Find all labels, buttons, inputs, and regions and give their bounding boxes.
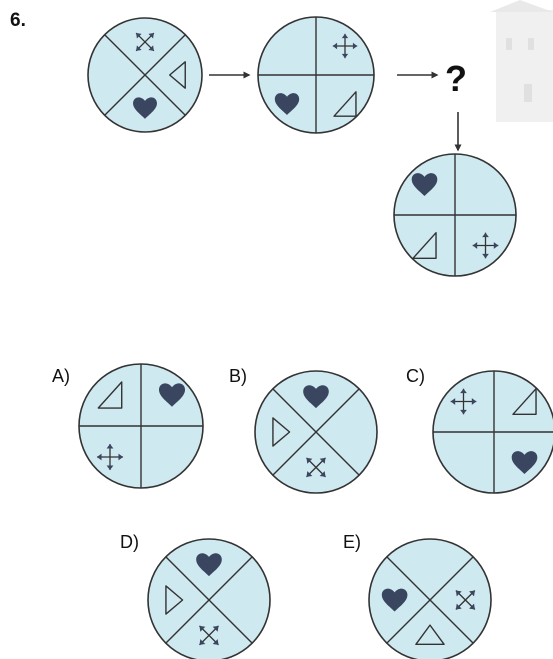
sequence-circle-2 bbox=[258, 17, 374, 133]
option-d-label: D) bbox=[120, 532, 139, 552]
option-a-label: A) bbox=[52, 366, 70, 386]
option-c-circle[interactable] bbox=[433, 371, 553, 493]
option-b-label: B) bbox=[229, 366, 247, 386]
background-building-watermark bbox=[490, 0, 553, 122]
question-number: 6. bbox=[10, 10, 26, 31]
option-c-label: C) bbox=[406, 366, 425, 386]
sequence-circle-3 bbox=[394, 154, 516, 276]
option-b-circle[interactable] bbox=[255, 371, 377, 493]
sequence-circle-1 bbox=[88, 18, 202, 132]
option-e-circle[interactable] bbox=[369, 539, 491, 659]
option-a-circle[interactable] bbox=[79, 364, 203, 488]
question-mark: ? bbox=[445, 58, 467, 99]
option-d-circle[interactable] bbox=[148, 539, 270, 659]
option-e-label: E) bbox=[343, 532, 361, 552]
